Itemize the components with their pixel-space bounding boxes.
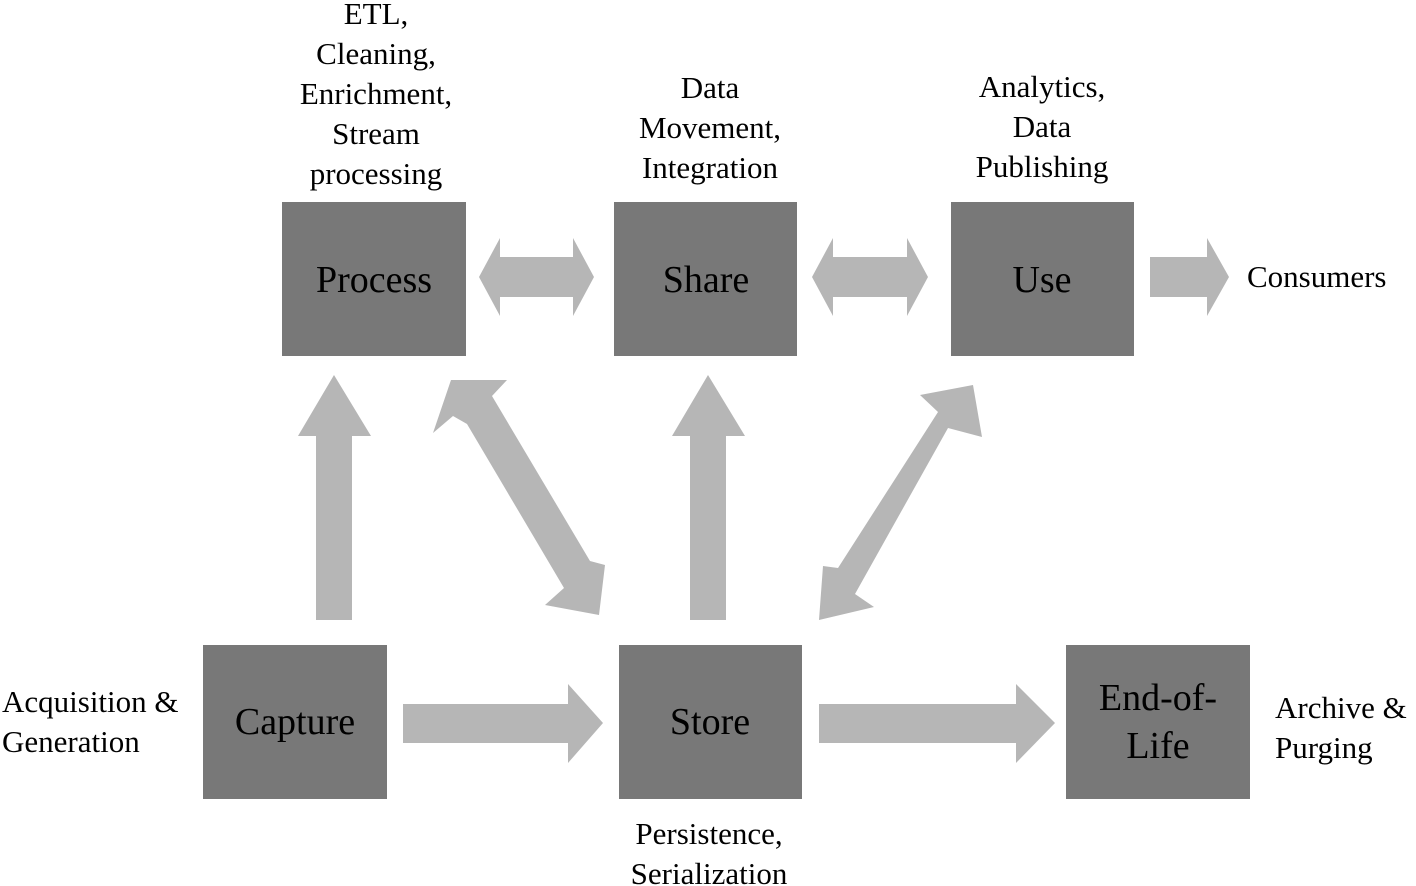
node-store-box — [619, 645, 802, 799]
caption-capture: Acquisition & Generation — [2, 684, 179, 759]
caption-process: ETL, Cleaning, Enrichment, Stream processing — [300, 0, 452, 191]
caption-use-text-line-2: Data — [1013, 109, 1072, 144]
node-capture-label: Capture — [235, 701, 355, 743]
arrow-process-store — [433, 380, 605, 615]
caption-use-text-line-1: Analytics, — [979, 69, 1106, 104]
arrow-share-use — [812, 238, 928, 316]
caption-share-text-line-1: Data — [681, 70, 740, 105]
arrow-process-share — [479, 238, 594, 316]
caption-end-of-life-text-line-1: Archive & — [1275, 690, 1407, 725]
arrow-store-share — [672, 375, 745, 620]
node-share: Share — [614, 202, 797, 356]
arrow-use-consumers — [1150, 238, 1229, 316]
node-use: Use — [951, 202, 1134, 356]
node-end-of-life-label-line-1: End-of- — [1099, 677, 1217, 719]
node-store-label: Store — [670, 701, 750, 743]
node-use-box — [951, 202, 1134, 356]
caption-process-text: ETL, Cleaning, Enrichment, Stream processing — [300, 0, 452, 191]
boxes-layer: Process Share Use Capture Store End-of- L… — [203, 202, 1250, 799]
caption-end-of-life-text-line-2: Purging — [1275, 730, 1373, 765]
node-share-label-line-1: Share — [663, 259, 750, 301]
caption-capture-text: Acquisition & Generation — [2, 684, 179, 759]
caption-consumers-text: Consumers — [1247, 259, 1387, 294]
node-end-of-life-label: End-of- Life — [1099, 677, 1217, 767]
caption-capture-text-line-2: Generation — [2, 724, 140, 759]
node-use-label: Use — [1012, 259, 1071, 301]
caption-share-text-line-2: Movement, — [639, 110, 781, 145]
node-end-of-life-label-line-2: Life — [1126, 725, 1189, 767]
caption-store-text-line-2: Serialization — [631, 856, 788, 886]
caption-consumers-text-line-1: Consumers — [1247, 259, 1387, 294]
node-use-label-line-1: Use — [1012, 259, 1071, 301]
caption-share-text-line-3: Integration — [642, 150, 779, 185]
node-store: Store — [619, 645, 802, 799]
arrow-store-end-of-life — [819, 684, 1055, 763]
caption-store: Persistence, Serialization — [631, 816, 788, 886]
node-capture-box — [203, 645, 387, 799]
caption-process-text-line-4: Stream — [332, 116, 420, 151]
caption-store-text-line-1: Persistence, — [635, 816, 782, 851]
caption-capture-text-line-1: Acquisition & — [2, 684, 179, 719]
caption-store-text: Persistence, Serialization — [631, 816, 788, 886]
node-capture: Capture — [203, 645, 387, 799]
node-share-label: Share — [663, 259, 750, 301]
caption-consumers: Consumers — [1247, 259, 1387, 294]
node-process-label: Process — [316, 259, 432, 301]
arrow-store-use — [819, 385, 982, 620]
node-end-of-life: End-of- Life — [1066, 645, 1250, 799]
node-process-box — [282, 202, 466, 356]
caption-end-of-life: Archive & Purging — [1275, 690, 1407, 765]
caption-process-text-line-5: processing — [310, 156, 443, 191]
node-end-of-life-box — [1066, 645, 1250, 799]
arrows-layer — [298, 238, 1229, 763]
node-share-box — [614, 202, 797, 356]
arrow-capture-store — [403, 684, 603, 763]
node-process-label-line-1: Process — [316, 259, 432, 301]
caption-process-text-line-3: Enrichment, — [300, 76, 452, 111]
caption-end-of-life-text: Archive & Purging — [1275, 690, 1407, 765]
node-capture-label-line-1: Capture — [235, 701, 355, 743]
caption-process-text-line-1: ETL, — [344, 0, 409, 31]
arrow-capture-process — [298, 375, 371, 620]
caption-process-text-line-2: Cleaning, — [316, 36, 436, 71]
node-store-label-line-1: Store — [670, 701, 750, 743]
caption-use-text-line-3: Publishing — [976, 149, 1109, 184]
node-process: Process — [282, 202, 466, 356]
